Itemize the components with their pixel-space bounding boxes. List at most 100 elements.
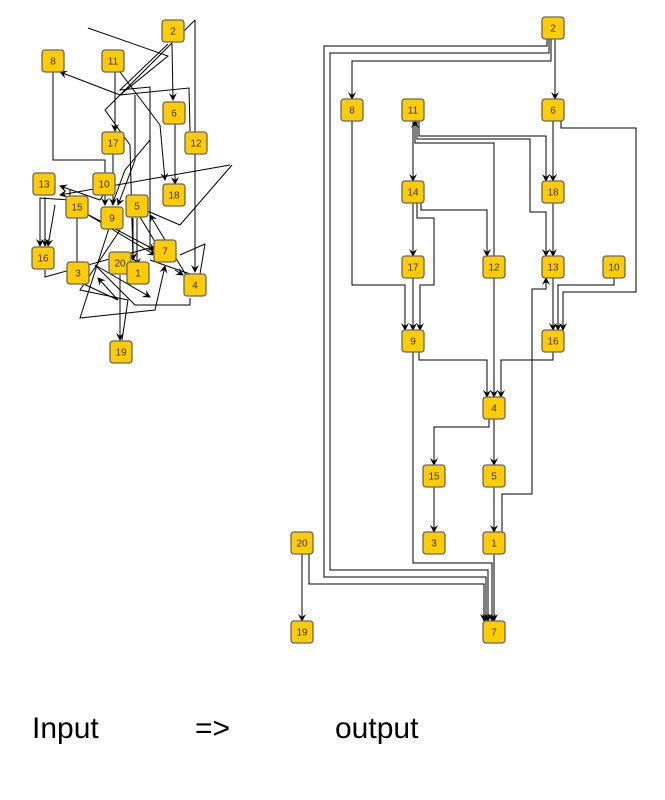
node-label: 4 — [192, 281, 198, 292]
input-edge — [79, 224, 168, 319]
input-node-4[interactable]: 4 — [183, 273, 207, 297]
edge-1-13 — [501, 277, 550, 532]
input-edge — [111, 139, 151, 206]
node-box — [401, 98, 425, 122]
node-label: 15 — [428, 472, 440, 483]
output-node-7[interactable]: 7 — [482, 620, 506, 644]
caption-output: output — [335, 712, 419, 745]
node-label: 10 — [608, 263, 620, 274]
node-box — [422, 464, 446, 488]
edge-14-12 — [420, 203, 491, 257]
node-label: 13 — [38, 180, 50, 191]
input-edge — [79, 229, 129, 341]
input-node-13[interactable]: 13 — [32, 172, 56, 196]
input-node-6[interactable]: 6 — [162, 101, 186, 125]
input-edge — [116, 95, 136, 206]
node-box — [92, 172, 116, 196]
output-node-13[interactable]: 13 — [541, 255, 565, 279]
output-node-8[interactable]: 8 — [340, 98, 364, 122]
output-node-6[interactable]: 6 — [541, 98, 565, 122]
edge-8-9 — [351, 121, 409, 331]
node-label: 9 — [410, 337, 416, 348]
output-node-15[interactable]: 15 — [422, 464, 446, 488]
input-node-5[interactable]: 5 — [125, 194, 149, 218]
output-node-18[interactable]: 18 — [541, 180, 565, 204]
input-node-17[interactable]: 17 — [101, 131, 125, 155]
input-edge — [94, 264, 191, 306]
edge-4-15 — [430, 419, 490, 466]
node-label: 18 — [547, 188, 559, 199]
node-label: 7 — [162, 247, 168, 258]
node-box — [32, 172, 56, 196]
node-label: 18 — [168, 191, 180, 202]
node-label: 20 — [296, 539, 308, 550]
node-label: 11 — [408, 106, 419, 117]
input-node-15[interactable]: 15 — [65, 195, 89, 219]
edge-11-18 — [418, 121, 550, 182]
input-node-7[interactable]: 7 — [153, 239, 177, 263]
output-node-17[interactable]: 17 — [401, 255, 425, 279]
input-node-8[interactable]: 8 — [41, 49, 65, 73]
node-label: 10 — [98, 180, 110, 191]
output-node-16[interactable]: 16 — [541, 329, 565, 353]
node-box — [100, 206, 124, 230]
output-node-1[interactable]: 1 — [482, 531, 506, 555]
output-node-19[interactable]: 19 — [290, 620, 314, 644]
node-box — [482, 531, 506, 555]
output-node-20[interactable]: 20 — [290, 531, 314, 555]
node-box — [101, 131, 125, 155]
input-edge — [45, 204, 56, 247]
node-label: 5 — [491, 472, 497, 483]
output-node-4[interactable]: 4 — [482, 396, 506, 420]
input-node-9[interactable]: 9 — [100, 206, 124, 230]
node-box — [482, 396, 506, 420]
output-node-12[interactable]: 12 — [482, 255, 506, 279]
input-node-3[interactable]: 3 — [66, 261, 90, 285]
node-box — [482, 464, 506, 488]
edge-9-7 — [412, 352, 496, 622]
output-node-11[interactable]: 11 — [401, 98, 425, 122]
input-edge — [168, 43, 177, 101]
output-node-2[interactable]: 2 — [541, 16, 565, 40]
node-box — [602, 255, 626, 279]
output-node-5[interactable]: 5 — [482, 464, 506, 488]
node-box — [290, 620, 314, 644]
input-edge — [144, 164, 233, 226]
node-label: 2 — [170, 27, 176, 38]
input-node-11[interactable]: 11 — [101, 49, 125, 73]
input-node-2[interactable]: 2 — [161, 19, 185, 43]
node-box — [153, 239, 177, 263]
node-label: 6 — [171, 109, 177, 120]
node-label: 12 — [190, 139, 202, 150]
node-label: 1 — [491, 539, 497, 550]
input-edge — [79, 209, 156, 256]
output-node-9[interactable]: 9 — [401, 329, 425, 353]
node-label: 8 — [50, 57, 56, 68]
input-edge — [36, 190, 71, 247]
input-node-16[interactable]: 16 — [31, 246, 55, 270]
input-edge — [119, 71, 169, 181]
node-box — [541, 180, 565, 204]
output-node-3[interactable]: 3 — [422, 531, 446, 555]
input-edge — [74, 277, 119, 301]
input-node-10[interactable]: 10 — [92, 172, 116, 196]
input-node-12[interactable]: 12 — [184, 131, 208, 155]
input-node-18[interactable]: 18 — [162, 183, 186, 207]
edge-2-8 — [348, 39, 552, 100]
edge-2-7 — [323, 39, 548, 622]
input-node-19[interactable]: 19 — [109, 340, 133, 364]
node-label: 8 — [349, 106, 355, 117]
caption-arrow: => — [195, 712, 231, 745]
node-label: 17 — [107, 139, 119, 150]
output-node-14[interactable]: 14 — [401, 180, 425, 204]
node-label: 4 — [491, 404, 497, 415]
node-box — [162, 183, 186, 207]
node-label: 16 — [547, 337, 559, 348]
edge-20-7 — [308, 554, 488, 622]
output-node-10[interactable]: 10 — [602, 255, 626, 279]
input-node-1[interactable]: 1 — [126, 261, 150, 285]
node-box — [482, 620, 506, 644]
node-label: 5 — [134, 202, 140, 213]
input-edge — [59, 27, 170, 96]
